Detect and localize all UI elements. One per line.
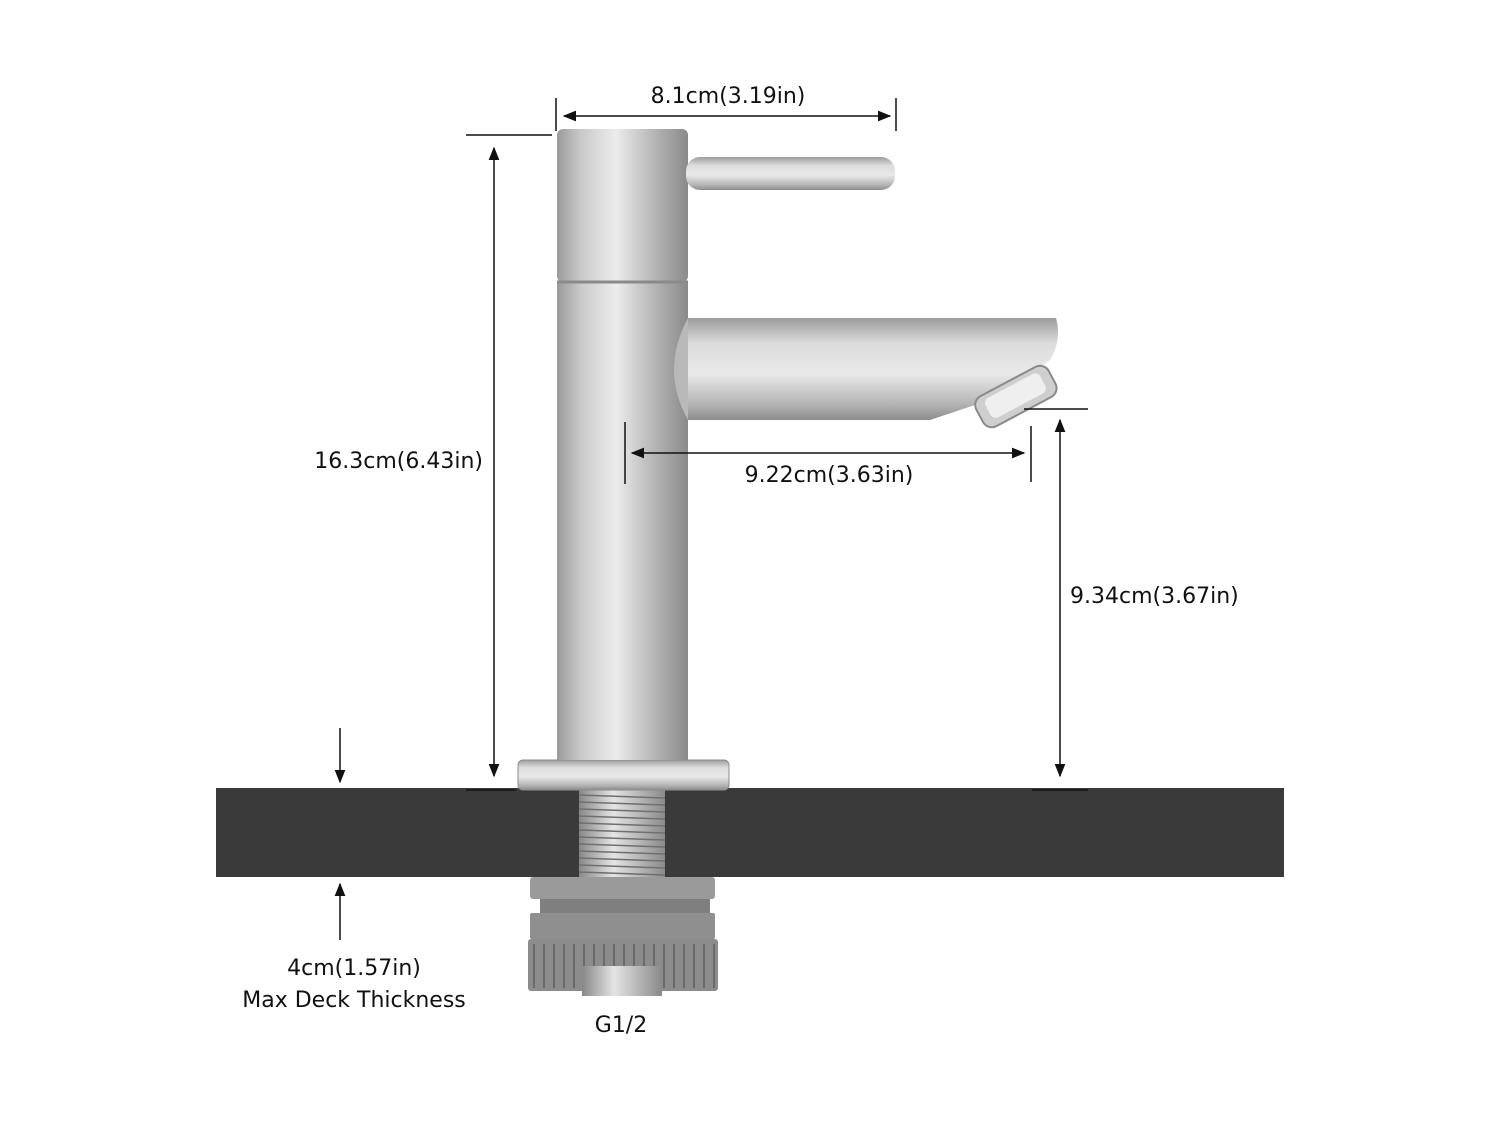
thread-size-label: G1/2 <box>594 1013 648 1038</box>
deck-thickness-label: 4cm(1.57in) <box>287 956 421 981</box>
mounting-nut <box>528 877 718 996</box>
base-flange <box>517 759 730 791</box>
spout <box>688 318 1058 420</box>
height-label: 16.3cm(6.43in) <box>314 449 483 474</box>
spout-height-label: 9.34cm(3.67in) <box>1070 584 1239 609</box>
spout-reach-dimension <box>624 422 1032 484</box>
threaded-shank <box>578 790 666 885</box>
spout-reach-label: 9.22cm(3.63in) <box>744 463 914 488</box>
faucet-cap <box>557 129 688 282</box>
spout-joint <box>674 318 688 420</box>
height-dimension <box>466 134 552 791</box>
aerator <box>974 364 1058 429</box>
handle-lever <box>686 157 895 190</box>
width-dimension <box>555 98 897 131</box>
spout-height-dimension <box>1024 408 1088 791</box>
deck-slab <box>216 788 1284 877</box>
width-label: 8.1cm(3.19in) <box>650 84 806 109</box>
faucet-body <box>557 282 688 760</box>
deck-caption: Max Deck Thickness <box>242 988 466 1013</box>
